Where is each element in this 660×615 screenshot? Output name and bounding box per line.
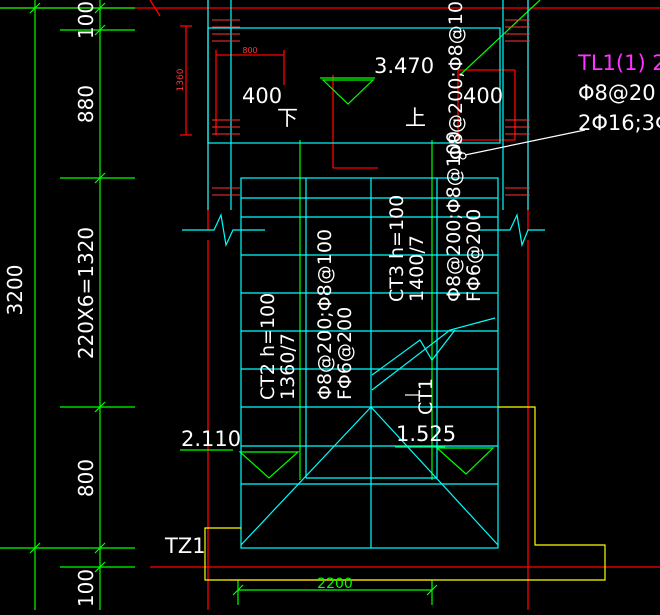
ct2-label-group: CT2 h=100 1360/7 Φ8@200;Φ8@100 FΦ6@200 [257, 229, 356, 400]
beam-rebar-line1: Φ8@20 [578, 81, 656, 105]
ct3-label-group: CT3 h=100 1400/7 Φ8@200;Φ8@100 FΦ6@200 Φ… [386, 0, 485, 302]
level-right-text: 1.525 [396, 422, 456, 446]
dim-tick-2 [94, 24, 106, 36]
dim-tick-7 [29, 2, 41, 14]
wall-hatch [212, 19, 530, 196]
landing-diagonal-2 [370, 406, 499, 546]
break-line-left [182, 212, 265, 248]
beam-leader-dot [459, 152, 467, 160]
landing-width-left: 400 [242, 84, 282, 108]
slab-boundary [204, 406, 606, 581]
dim-landing-width-label: 800 [242, 46, 257, 55]
beam-leader [405, 129, 586, 396]
break-symbol-upper [371, 317, 496, 391]
ct2-line3: Φ8@200;Φ8@100 [314, 229, 336, 400]
dim-tick-5 [94, 542, 106, 554]
dim-seg-4-label: 800 [74, 459, 98, 497]
ct2-line1: CT2 h=100 [257, 293, 279, 400]
ct2-line4: FΦ6@200 [334, 307, 356, 400]
dim-tick-1 [94, 2, 106, 14]
ct3-line3: Φ8@200;Φ8@100 [443, 131, 465, 302]
beam-callout: TL1(1) 2 Φ8@20 2Φ16;3Φ [577, 51, 660, 135]
level-triangle-left [238, 451, 300, 479]
ct3-line2: 1400/7 [406, 235, 428, 302]
ct3-line4: FΦ6@200 [463, 209, 485, 302]
section-arrow [149, 0, 161, 17]
level-markers [238, 79, 495, 479]
stairwell-outline [240, 177, 499, 549]
beam-rebar-vertical: Φ8@200;Φ8@100 [445, 0, 467, 160]
landing-diagonal-1 [240, 406, 372, 546]
ct1-label: CT1 [415, 378, 437, 415]
dim-seg-2-label: 880 [74, 85, 98, 123]
beam-name: TL1(1) 2 [577, 51, 660, 75]
dim-tick-4 [94, 401, 106, 413]
landing-width-right: 400 [463, 84, 503, 108]
landing-labels: 400 400 下 上 [242, 84, 503, 130]
dim-bottom-label: 2200 [317, 576, 353, 592]
dim-landing-height-label: 1360 [176, 68, 186, 91]
dim-total-label: 3200 [3, 265, 27, 316]
level-triangle-right [435, 447, 495, 475]
dim-seg-1-label: 100 [74, 1, 98, 39]
dim-tick-8 [29, 542, 41, 554]
level-left-text: 2.110 [181, 427, 241, 451]
column-label-tz1: TZ1 [164, 534, 206, 558]
dim-tick-6 [94, 561, 106, 573]
break-line-right [478, 212, 545, 248]
break-symbol-zigzag [371, 329, 456, 376]
dim-seg-5-label: 100 [74, 569, 98, 607]
slab-outline [204, 406, 606, 581]
beam-leader-line [464, 129, 586, 156]
dim-tick-bottom-right [426, 584, 438, 596]
direction-down: 下 [277, 106, 298, 130]
direction-up: 上 [405, 106, 426, 130]
dimension-texts: 3200 100 880 220X6=1320 800 100 2200 136… [3, 1, 353, 607]
level-top-text: 3.470 [374, 54, 434, 78]
dim-tick-3 [94, 172, 106, 184]
ct2-line2: 1360/7 [277, 333, 299, 400]
level-texts: 3.470 2.110 1.525 [181, 54, 456, 451]
ct3-line1: CT3 h=100 [386, 195, 408, 302]
level-triangle-top [321, 79, 375, 105]
dimension-lines [0, 0, 541, 610]
dim-seg-3-label: 220X6=1320 [74, 227, 98, 359]
stair-outline [182, 0, 545, 549]
dim-tick-bottom-left [232, 584, 244, 596]
beam-rebar-line2: 2Φ16;3Φ [578, 111, 660, 135]
